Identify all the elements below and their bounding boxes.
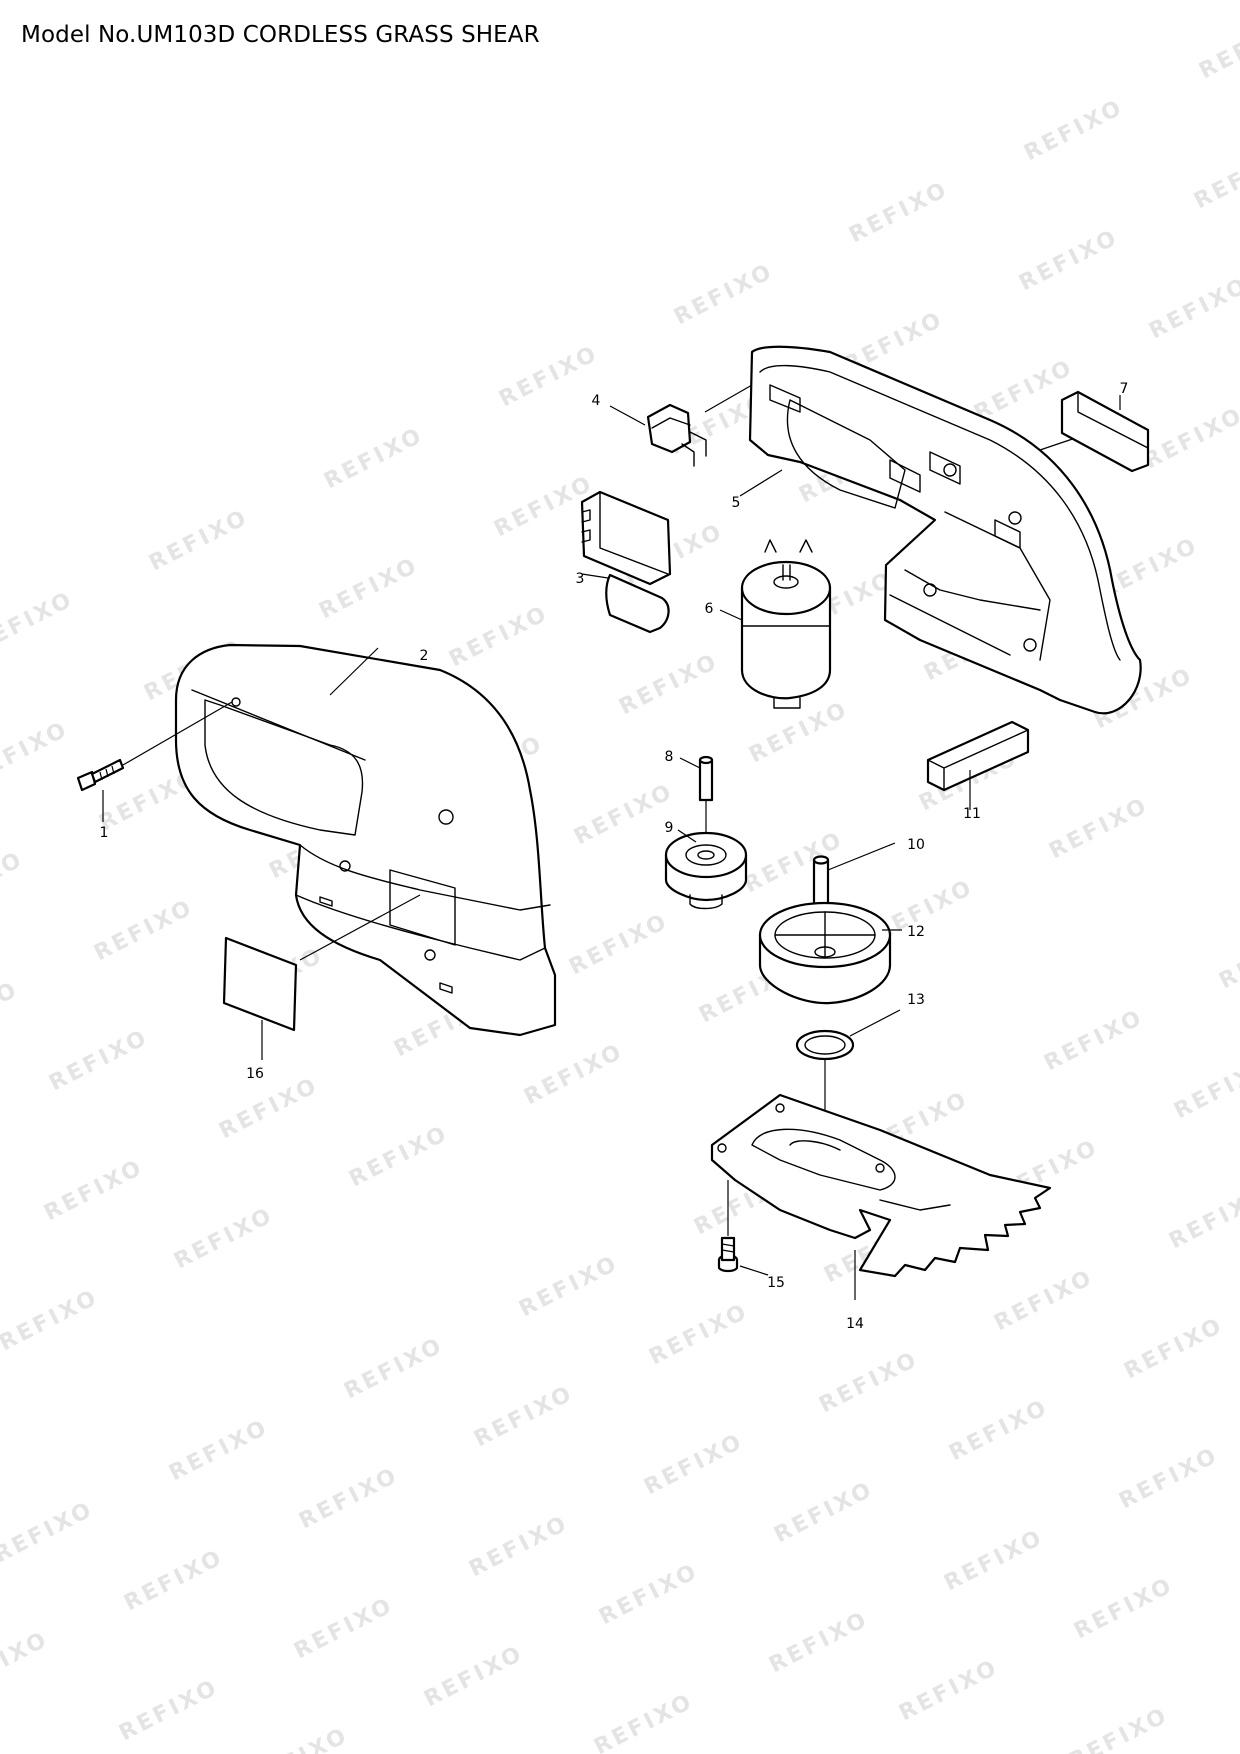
callout-5: 5 — [732, 495, 741, 511]
part-7-label — [1060, 390, 1150, 473]
part-6-motor — [719, 539, 832, 709]
callout-9: 9 — [665, 820, 674, 836]
part-5-housing-right — [739, 345, 1142, 715]
part-9-gear — [664, 829, 748, 910]
callout-11: 11 — [963, 806, 981, 822]
part-16-label — [222, 894, 421, 1060]
part-2-housing-left — [174, 643, 557, 1037]
callout-4: 4 — [592, 393, 601, 409]
callout-13: 13 — [907, 992, 925, 1008]
callout-1: 1 — [100, 825, 109, 841]
part-4-terminal — [609, 384, 753, 467]
callout-14: 14 — [846, 1316, 864, 1332]
part-3-switch — [580, 490, 672, 634]
callout-labels: 1 2 3 4 5 6 7 8 9 10 11 12 13 14 15 16 — [100, 381, 1129, 1332]
callout-8: 8 — [665, 749, 674, 765]
page-title: Model No.UM103D CORDLESS GRASS SHEAR — [21, 22, 540, 48]
callout-10: 10 — [907, 837, 925, 853]
callout-12: 12 — [907, 924, 925, 940]
callout-7: 7 — [1120, 381, 1129, 397]
callout-15: 15 — [767, 1275, 785, 1291]
callout-16: 16 — [246, 1066, 264, 1082]
callout-2: 2 — [420, 648, 429, 664]
part-1-screw — [76, 701, 233, 822]
part-14-blade — [710, 1093, 1052, 1300]
part-11-block — [926, 720, 1030, 810]
part-12-gear — [758, 901, 902, 1005]
part-15-screw — [717, 1180, 769, 1276]
callout-6: 6 — [705, 601, 714, 617]
callout-3: 3 — [576, 571, 585, 587]
part-8-pin — [679, 755, 714, 840]
